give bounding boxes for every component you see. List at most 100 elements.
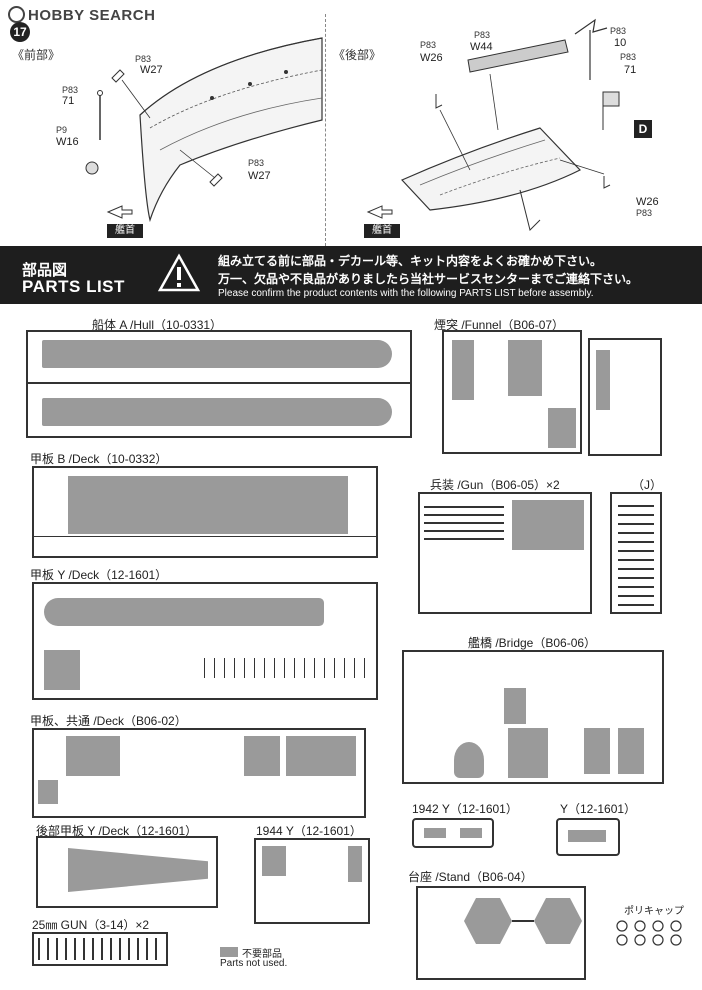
sprue-label-hull: 船体 A /Hull（10-0331） [92, 318, 223, 332]
sprue-label-deck-common: 甲板、共通 /Deck（B06-02） [30, 714, 187, 728]
part-code-w16: W16 [56, 136, 79, 148]
banner-line-3: Please confirm the product contents with… [218, 288, 594, 299]
sprue-label-stand: 台座 /Stand（B06-04） [408, 870, 533, 884]
part-code-w27: W27 [248, 170, 271, 182]
part-code-w26: W26 [420, 52, 443, 64]
funnel-part [508, 340, 542, 396]
funnel-part [452, 340, 474, 400]
sprue-label-1942-y: 1942 Y（12-1601） [412, 802, 518, 816]
sprue-label-25mm-gun: 25㎜ GUN（3-14）×2 [32, 918, 150, 932]
bridge-part [508, 728, 548, 778]
sprue-label-j: （J） [632, 478, 663, 492]
sprue-label-gun: 兵装 /Gun（B06-05）×2 [430, 478, 560, 492]
bridge-part [504, 688, 526, 724]
part-code-71: 71 [624, 64, 637, 76]
banner-title-en: PARTS LIST [22, 277, 125, 296]
legend-text-en: Parts not used. [220, 958, 288, 969]
gun-barrels [424, 500, 504, 540]
warning-triangle-icon [157, 253, 201, 292]
funnel-part [596, 350, 610, 410]
bow-direction-badge: 艦首 [364, 224, 400, 238]
y-part [424, 828, 446, 838]
y-part [262, 846, 286, 876]
y-part [568, 830, 606, 842]
y-part [348, 846, 362, 882]
part-code-71: 71 [62, 95, 75, 107]
sprue-label-bridge: 艦橋 /Bridge（B06-06） [468, 636, 597, 650]
sprue-rear-deck [36, 836, 218, 908]
sprue-funnel-side [588, 338, 662, 456]
sprue-bridge [402, 650, 664, 784]
bridge-part [618, 728, 644, 774]
sprue-label-deck-b: 甲板 B /Deck（10-0332） [30, 452, 168, 466]
deck-part [286, 736, 356, 776]
stand-part [464, 898, 512, 944]
bow-direction-badge: 艦首 [107, 224, 143, 238]
parts-list-banner: 部品図 PARTS LIST 組み立てる前に部品・デカール等、キット内容をよくお… [0, 246, 702, 304]
sprue-1942-y [412, 818, 494, 848]
sprue-label-rear-deck: 後部甲板 Y /Deck（12-1601） [36, 824, 198, 838]
railing-parts [204, 658, 374, 678]
sprue-deck-y [32, 582, 378, 700]
polycap-label: ポリキャップ [624, 906, 684, 917]
j-parts [618, 500, 654, 606]
banner-line-1: 組み立てる前に部品・デカール等、キット内容をよくお確かめ下さい。 [218, 254, 603, 268]
gun-part [512, 500, 584, 550]
sprue-y [556, 818, 620, 856]
stand-part [534, 898, 582, 944]
sprue-1944-y [254, 838, 370, 924]
deck-y-small-parts [44, 650, 80, 690]
part-code-w27: W27 [140, 64, 163, 76]
gun-barrels [38, 938, 162, 960]
part-tag-p9: P9 [56, 125, 68, 135]
part-tag-p83: P83 [135, 54, 152, 64]
deck-part [244, 736, 280, 776]
sprue-label-y: Y（12-1601） [560, 802, 637, 816]
part-tag-p83: P83 [620, 52, 637, 62]
part-tag-p83: P83 [474, 30, 491, 40]
part-code-w26: W26 [636, 196, 659, 208]
rear-hull-illustration [366, 18, 620, 231]
bridge-part [584, 728, 610, 774]
step-number-badge: 17 [10, 22, 30, 42]
sprue-runner [28, 382, 410, 384]
y-part [460, 828, 482, 838]
deck-y-part [44, 598, 324, 626]
legend-text-jp: 不要部品 [242, 949, 282, 960]
part-code-w44: W44 [470, 41, 493, 53]
rear-section-label: 《後部》 [333, 48, 382, 62]
decal-d-badge: D [634, 120, 652, 138]
section-divider [325, 14, 326, 246]
part-tag-p83: P83 [420, 40, 437, 50]
sprue-deck-b [32, 466, 378, 558]
part-tag-p83: P83 [248, 158, 265, 168]
deck-part [38, 780, 58, 804]
banner-title-jp: 部品図 [22, 262, 68, 279]
bridge-part [454, 742, 484, 778]
hull-part [42, 398, 392, 426]
funnel-part [548, 408, 576, 448]
legend-swatch [220, 947, 238, 957]
sprue-runner [34, 536, 376, 537]
hull-part [42, 340, 392, 368]
sprue-hull [26, 330, 412, 438]
sprue-label-deck-y: 甲板 Y /Deck（12-1601） [30, 568, 168, 582]
part-tag-p83: P83 [610, 26, 627, 36]
part-code-10: 10 [614, 37, 627, 49]
deck-b-part [68, 476, 348, 534]
sprue-gun [418, 492, 592, 614]
polycap-parts [616, 920, 682, 946]
rear-deck-part [68, 848, 208, 892]
sprue-label-1944-y: 1944 Y（12-1601） [256, 824, 362, 838]
sprue-stand [416, 886, 586, 980]
front-hull-illustration [85, 37, 323, 223]
sprue-runner [512, 920, 534, 922]
deck-part [66, 736, 120, 776]
banner-line-2: 万一、欠品や不良品がありましたら当社サービスセンターまでご連絡下さい。 [218, 272, 639, 286]
sprue-25mm-gun [32, 932, 168, 966]
sprue-funnel [442, 330, 582, 454]
front-section-label: 《前部》 [12, 48, 61, 62]
sprue-label-funnel: 煙突 /Funnel（B06-07） [434, 318, 565, 332]
sprue-deck-common [32, 728, 366, 818]
part-tag-p83: P83 [62, 85, 79, 95]
